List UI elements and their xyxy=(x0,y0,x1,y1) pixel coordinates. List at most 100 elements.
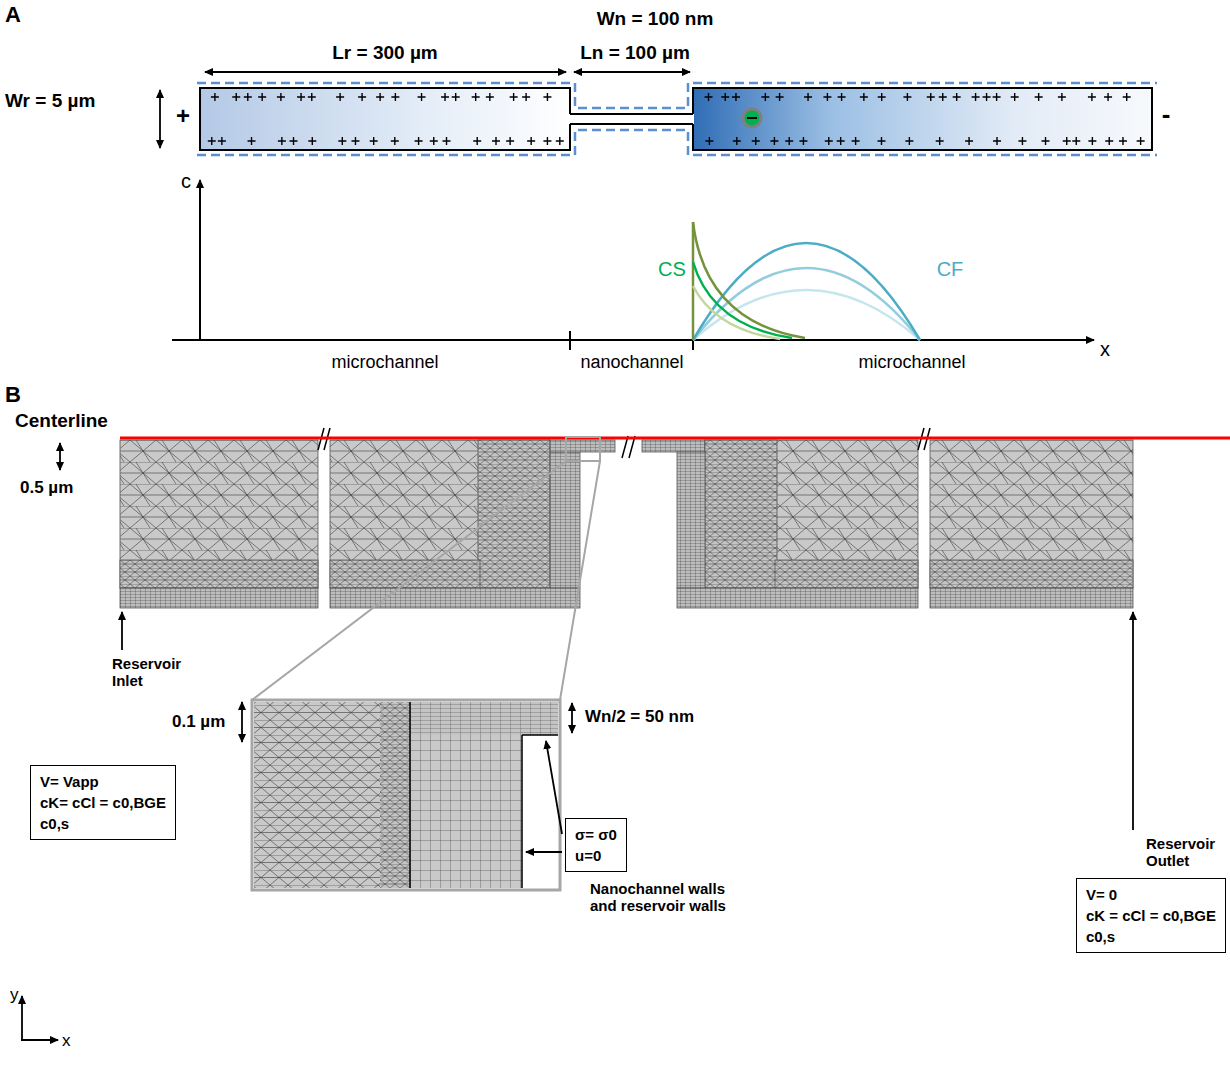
boundary-condition-box: V= 0cK = cCl = c0,BGEc0,s xyxy=(1076,878,1226,953)
plus-charge xyxy=(506,137,514,145)
mesh-panels xyxy=(677,588,918,608)
text-label: 0.5 µm xyxy=(20,478,73,498)
plus-charge xyxy=(543,93,551,101)
text-label: A xyxy=(5,2,21,27)
plus-charge xyxy=(936,137,944,145)
text-label: Nanochannel walls and reservoir walls xyxy=(590,880,750,915)
box-text: c0,s xyxy=(1086,926,1216,947)
plus-charge xyxy=(983,93,991,101)
plus-charge xyxy=(370,137,378,145)
plus-charge xyxy=(1018,137,1026,145)
plus-charge xyxy=(338,137,346,145)
anion-symbol xyxy=(747,117,757,119)
text-label: Lr = 300 µm xyxy=(332,42,437,64)
cs-curves xyxy=(692,222,695,340)
plus-charge xyxy=(208,137,216,145)
text-label: CS xyxy=(658,258,686,281)
cf-curves xyxy=(693,268,920,340)
leader-arrows xyxy=(526,851,562,853)
plus-charge xyxy=(770,137,778,145)
plus-charge xyxy=(1035,93,1043,101)
centerline xyxy=(120,437,1230,440)
text-label: Wn/2 = 50 nm xyxy=(585,707,694,727)
plot-axes xyxy=(199,180,201,341)
plus-charge xyxy=(705,137,713,145)
leader-arrows xyxy=(546,741,562,834)
plus-charge xyxy=(418,93,426,101)
zoom-inset xyxy=(410,702,558,735)
box-text: u=0 xyxy=(575,845,617,866)
plus-charge xyxy=(1088,93,1096,101)
mesh-panels xyxy=(120,440,1133,608)
plus-charge xyxy=(258,93,266,101)
boundary-condition-box: V= VappcK= cCl = c0,BGEc0,s xyxy=(30,765,176,840)
plus-charge xyxy=(1105,137,1113,145)
zoom-indicator xyxy=(252,461,600,700)
plus-charge xyxy=(825,137,833,145)
zoom-inset xyxy=(254,702,410,888)
box-text: V= Vapp xyxy=(40,771,166,792)
zoom-inset xyxy=(380,702,410,888)
mesh-panels xyxy=(677,452,705,588)
leader-arrows xyxy=(571,703,573,733)
mesh-panels xyxy=(120,440,318,588)
plus-charge xyxy=(776,93,784,101)
text-label: nanochannel xyxy=(580,352,683,373)
text-label: Wn = 100 nm xyxy=(597,8,714,30)
plus-charge xyxy=(277,93,285,101)
mesh-panels xyxy=(930,560,1133,588)
zoom-inset xyxy=(252,700,560,890)
box-text: cK= cCl = c0,BGE xyxy=(40,792,166,813)
plus-charge xyxy=(452,93,460,101)
plus-charge xyxy=(733,137,741,145)
plus-charge xyxy=(527,137,535,145)
text-label: microchannel xyxy=(858,352,965,373)
text-label: Wr = 5 µm xyxy=(5,90,95,112)
plus-charge xyxy=(785,137,793,145)
box-text: V= 0 xyxy=(1086,884,1216,905)
plus-charge xyxy=(852,137,860,145)
cs-curves xyxy=(693,286,780,339)
plus-charge xyxy=(1119,137,1127,145)
plus-charge xyxy=(1063,137,1071,145)
plus-charge xyxy=(336,93,344,101)
box-text: cK = cCl = c0,BGE xyxy=(1086,905,1216,926)
channel-geometry xyxy=(570,114,693,124)
text-label: Centerline xyxy=(15,410,108,432)
plus-charge xyxy=(232,93,240,101)
plus-charge xyxy=(415,137,423,145)
leader-arrows xyxy=(21,1039,58,1041)
anion-symbol xyxy=(743,109,761,127)
plus-charge xyxy=(473,137,481,145)
mesh-panels xyxy=(550,452,580,588)
dimension-arrows xyxy=(159,90,161,148)
plus-charge xyxy=(297,93,305,101)
plus-charge xyxy=(278,137,286,145)
mesh-panels xyxy=(120,588,318,608)
plus-charge xyxy=(705,93,713,101)
plus-charge xyxy=(837,137,845,145)
box-text: c0,s xyxy=(40,813,166,834)
plus-charge xyxy=(556,137,564,145)
mesh-panels xyxy=(330,588,580,608)
dashed-wall-charge xyxy=(197,83,1157,155)
plus-charge xyxy=(1072,137,1080,145)
plus-charge xyxy=(1042,137,1050,145)
plus-charge xyxy=(804,93,812,101)
plus-charge xyxy=(732,93,740,101)
plus-charge xyxy=(391,93,399,101)
dimension-arrows xyxy=(574,71,690,73)
text-label: y xyxy=(10,985,19,1005)
plus-charge xyxy=(351,137,359,145)
plus-charge xyxy=(799,137,807,145)
plus-charge xyxy=(218,137,226,145)
leader-arrows xyxy=(241,702,243,742)
plus-charge xyxy=(430,137,438,145)
plus-charge xyxy=(953,93,961,101)
mesh-panels xyxy=(330,440,550,588)
text-label: x xyxy=(1100,338,1110,361)
plus-charge xyxy=(492,137,500,145)
text-label: Ln = 100 µm xyxy=(580,42,690,64)
anion-symbol xyxy=(743,109,761,127)
